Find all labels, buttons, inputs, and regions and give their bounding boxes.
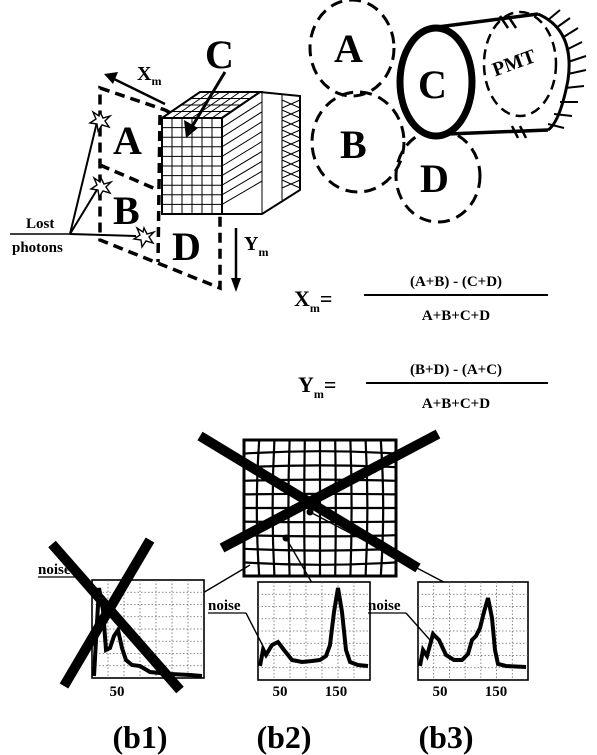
spectrum-b3-curve <box>418 597 527 669</box>
grid-line <box>221 170 263 196</box>
spectrum-b1-caption: (b1) <box>112 719 167 755</box>
pmt-pins <box>547 9 587 129</box>
photon-burst-icon <box>88 109 113 133</box>
spectrum-b2-caption: (b2) <box>256 719 311 755</box>
label-c-crystal: C <box>205 32 234 77</box>
grid-line <box>221 160 263 186</box>
pmt-body-bottom-edge <box>447 128 549 136</box>
ym-axis-label: Ym <box>244 233 268 259</box>
grid-line <box>243 478 397 482</box>
grid-line <box>281 109 301 119</box>
crystal-top-grid <box>171 91 251 119</box>
label-d-quadrant: D <box>172 224 201 269</box>
grid-line <box>221 131 263 157</box>
spectrum-b1-tick-50: 50 <box>110 684 125 700</box>
grid-line <box>281 99 301 109</box>
pmt-body-top-edge <box>429 12 539 30</box>
flood-map <box>197 429 441 578</box>
lost-photons-label-line2: photons <box>12 240 63 256</box>
spectrum-b2-noise-pointer <box>245 612 267 653</box>
photon-burst-icon <box>132 225 157 249</box>
spectrum-b2-tick-50: 50 <box>273 684 288 700</box>
quadrant-divider-vertical <box>156 114 162 263</box>
grid-line <box>281 129 301 139</box>
grid-line <box>281 149 301 159</box>
crystal-array <box>158 90 301 215</box>
pmt-back-cap <box>537 12 571 132</box>
pmt-arrangement-diagram: A B C D PMT <box>308 0 587 224</box>
grid-line <box>221 121 263 148</box>
spectrum-b3-noise-label: noise <box>368 598 401 614</box>
pmt-label-c: C <box>418 62 447 107</box>
spectrum-b2-noise-label: noise <box>208 598 241 614</box>
grid-line <box>281 169 301 179</box>
ym-equation-lhs: Ym= <box>298 372 336 401</box>
xm-axis-arrowhead <box>104 72 118 84</box>
pmt-back-dashed <box>482 10 558 118</box>
pmt-c-face <box>396 24 476 140</box>
grid-line <box>243 450 397 455</box>
xm-equation-denominator: A+B+C+D <box>422 308 490 324</box>
spectrum-b1: noise 50 (b1) <box>38 537 205 755</box>
spectrum-b2: noise 50 150 (b2) <box>208 581 371 755</box>
spectrum-b3-caption: (b3) <box>418 719 473 755</box>
grid-line <box>281 119 301 129</box>
c-pointer-arrow <box>188 71 227 131</box>
ym-equation-denominator: A+B+C+D <box>422 396 490 412</box>
xm-equation-lhs: Xm= <box>294 286 332 315</box>
xm-equation-numerator: (A+B) - (C+D) <box>410 274 502 290</box>
spectrum-b1-cross-out <box>48 537 184 694</box>
pmt-break-marks <box>498 15 528 139</box>
grid-line <box>243 561 397 566</box>
pmt-label-b: B <box>340 122 367 167</box>
spectrum-b2-curve <box>258 587 369 668</box>
spectrum-b2-tick-150: 150 <box>325 684 348 700</box>
pmt-a-outline <box>308 0 396 98</box>
crystal-side-grid <box>221 92 301 214</box>
grid-line <box>221 101 263 129</box>
pmt-label-a: A <box>334 26 363 71</box>
lost-photons-label-line1: Lost <box>26 216 54 232</box>
grid-line <box>281 159 301 169</box>
spectrum-b1-noise-label: noise <box>38 562 71 578</box>
photon-burst-icon <box>89 175 114 199</box>
spectrum-b3: noise 50 150 (b3) <box>368 581 529 755</box>
xm-axis-label: Xm <box>137 63 161 88</box>
ym-axis-arrowhead <box>231 278 241 292</box>
position-equations: Xm= (A+B) - (C+D) A+B+C+D Ym= (B+D) - (A… <box>294 274 548 412</box>
xm-axis-arrow <box>111 76 166 106</box>
ym-equation-numerator: (B+D) - (A+C) <box>410 362 502 378</box>
grid-line <box>221 111 263 138</box>
lost-photon-arrows <box>69 121 137 237</box>
grid-line <box>221 150 263 177</box>
crystal-front-grid <box>162 118 222 214</box>
c-pointer-arrowhead <box>184 120 198 138</box>
pmt-d-outline <box>394 128 482 224</box>
grid-line <box>281 139 301 149</box>
spectrum-b3-noise-pointer <box>405 612 431 641</box>
pmt-label: PMT <box>489 45 539 81</box>
detector-block-diagram: C A B D Xm Ym Lost photons <box>10 32 301 292</box>
pmt-label-d: D <box>420 156 449 201</box>
grid-line <box>221 180 263 205</box>
quadrant-divider-horizontal <box>99 163 159 192</box>
label-a-quadrant: A <box>113 118 142 163</box>
grid-line <box>221 141 263 167</box>
quadrant-panel-outline <box>98 85 222 291</box>
spectrum-b2-grid <box>258 582 370 680</box>
label-b-quadrant: B <box>113 188 140 233</box>
grid-line <box>281 179 301 189</box>
flood-map-cross-out <box>197 429 441 573</box>
grid-line <box>243 534 397 538</box>
pmt-b-outline <box>310 90 406 194</box>
spectrum-b3-tick-150: 150 <box>485 684 508 700</box>
spectrum-b3-tick-50: 50 <box>433 684 448 700</box>
